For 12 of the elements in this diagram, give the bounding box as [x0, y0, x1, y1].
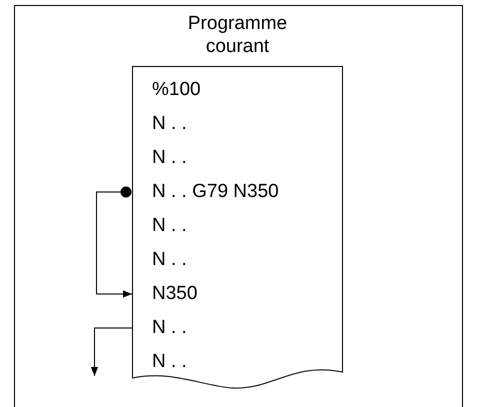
code-line: N350	[132, 280, 343, 308]
code-line: N . .	[132, 348, 343, 376]
arrow	[96, 186, 132, 298]
code-line: N . .	[132, 212, 343, 240]
code-line: N . .	[132, 314, 343, 342]
code-line: N . .	[132, 246, 343, 274]
code-line: N . .	[132, 144, 343, 172]
arrow	[90, 328, 132, 376]
code-line: N . . G79 N350	[132, 178, 343, 206]
code-line: %100	[132, 76, 343, 104]
code-line: N . .	[132, 110, 343, 138]
heading-text: Programme courant	[186, 12, 288, 58]
